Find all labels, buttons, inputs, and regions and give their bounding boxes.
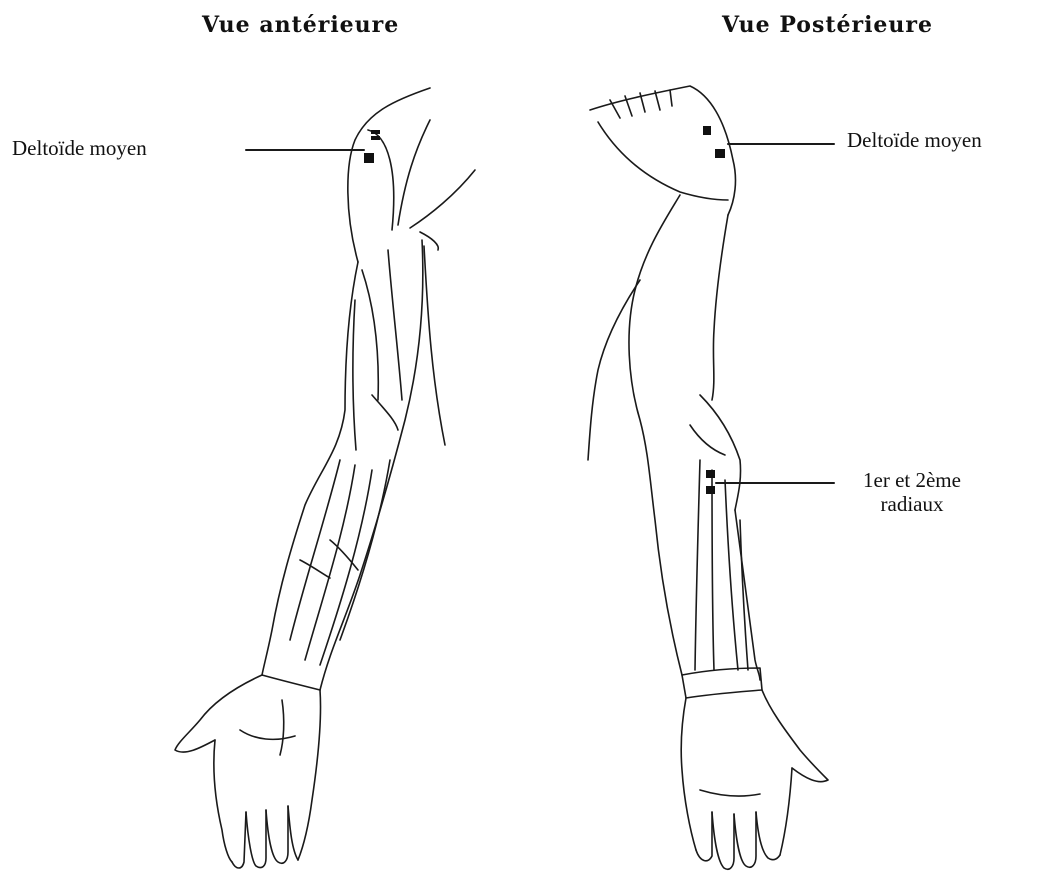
anterior-deltoid-electrode-bottom [364,153,374,163]
anterior-arm [175,88,475,868]
anterior-deltoid-electrode-top-2 [371,136,380,140]
radial-electrode-top [706,470,715,478]
radial-electrode-bottom [706,486,715,494]
anterior-deltoid-electrode-top [371,130,380,134]
posterior-deltoid-electrode-bottom [715,149,725,158]
posterior-deltoid-electrode-top [703,126,711,135]
